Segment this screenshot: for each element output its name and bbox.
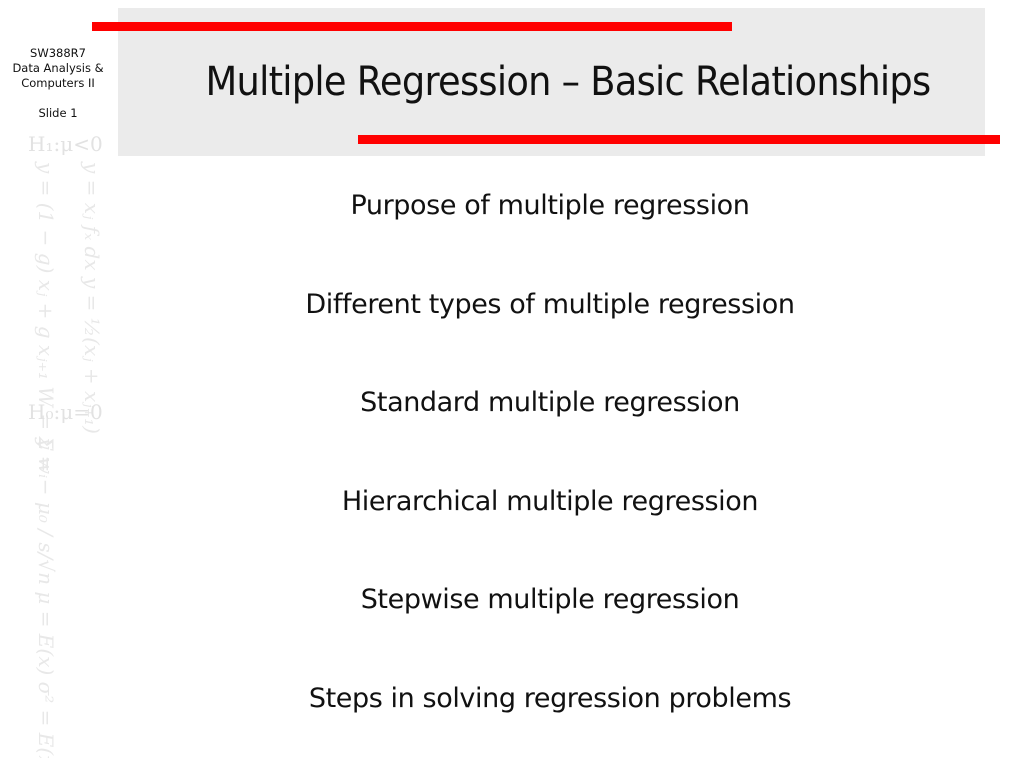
watermark-formula-col2: ȳ = − μ₀ / s/√n μ = E(x) σ² = E(x − μ)² — [34, 438, 58, 758]
watermark-formula-col1: y = (1 − g) xⱼ + g xⱼ₊₁ W = Σ wᵢ — [34, 162, 58, 479]
course-name-line1: Data Analysis & — [12, 61, 104, 75]
course-code: SW388R7 — [30, 46, 86, 60]
topic-item: Steps in solving regression problems — [308, 682, 792, 714]
topic-item: Purpose of multiple regression — [350, 190, 750, 221]
watermark-h1: H₁:μ<0 — [28, 132, 103, 156]
watermark-h0: H₀:μ=0 — [28, 400, 103, 424]
topic-list: Purpose of multiple regression Different… — [100, 183, 1000, 768]
slide-number: Slide 1 — [38, 106, 78, 120]
course-label: SW388R7 Data Analysis & Computers II Sli… — [4, 46, 112, 121]
course-name-line2: Computers II — [21, 76, 95, 90]
math-formula-watermark: H₁:μ<0 y = (1 − g) xⱼ + g xⱼ₊₁ W = Σ wᵢ … — [14, 128, 114, 758]
topic-item: Standard multiple regression — [360, 387, 740, 418]
red-accent-bar-bottom — [358, 135, 1000, 144]
topic-item: Stepwise multiple regression — [360, 584, 740, 615]
red-accent-bar-top — [92, 22, 732, 31]
title-background — [118, 8, 985, 156]
topic-item: Hierarchical multiple regression — [341, 485, 759, 517]
topic-item: Different types of multiple regression — [305, 288, 795, 320]
slide-title: Multiple Regression – Basic Relationship… — [205, 59, 932, 105]
